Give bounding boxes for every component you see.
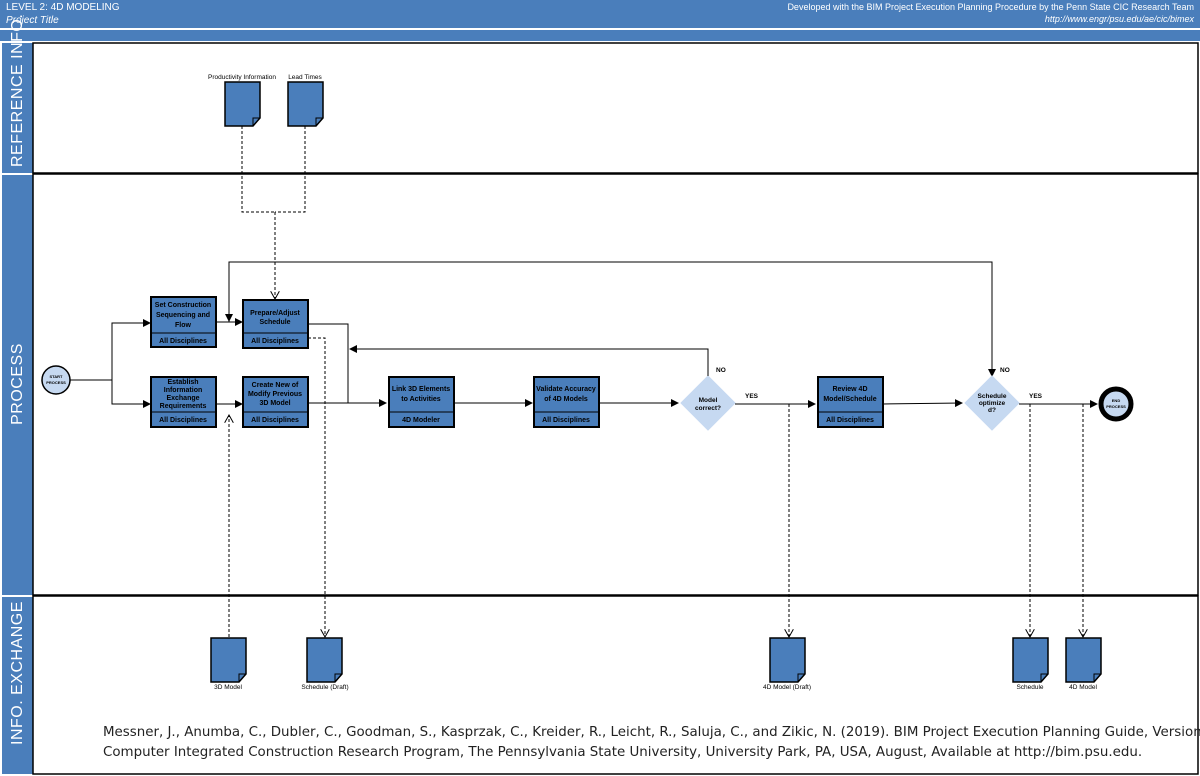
header-bar: LEVEL 2: 4D MODELING Project Title Devel… [0, 0, 1200, 28]
process-validate [533, 376, 600, 428]
establish-line3: Exchange [166, 395, 199, 402]
citation-line-1: Messner, J., Anumba, C., Dubler, C., Goo… [103, 725, 1200, 740]
decision-model-correct [680, 375, 736, 431]
create-role: All Disciplines [251, 417, 299, 424]
flow-start-split [70, 319, 151, 381]
ref-link-productivity [241, 126, 275, 213]
validate-role: All Disciplines [542, 417, 590, 424]
doc-3d-model [210, 637, 247, 683]
start-label-1: START [49, 374, 63, 379]
set-seq-line3: Flow [175, 322, 191, 329]
decision1-line2: correct? [695, 405, 721, 412]
doc-4d-model-draft [769, 637, 806, 683]
set-seq-role: All Disciplines [159, 338, 207, 345]
decision1-no: NO [716, 367, 726, 374]
loop-schedule-no [228, 261, 993, 375]
lane-process [32, 173, 1199, 596]
review-line2: Model/Schedule [823, 396, 876, 403]
lane-label-exchange: INFO. EXCHANGE [9, 601, 26, 745]
lane-exchange-header [2, 597, 33, 774]
lane-process-header [2, 175, 33, 595]
create-line2: Modify Previous [248, 391, 302, 398]
citation-line-2: Computer Integrated Construction Researc… [103, 745, 1143, 760]
level-title: LEVEL 2: 4D MODELING [6, 2, 120, 13]
set-seq-line2: Sequencing and [156, 312, 210, 319]
lane-reference [32, 42, 1199, 174]
decision1-line1: Model [699, 397, 718, 404]
process-review [817, 376, 884, 428]
doc-4d-model [1065, 637, 1102, 683]
end-label-1: END [1112, 398, 1121, 403]
label-schedule: Schedule [1016, 684, 1043, 691]
review-role: All Disciplines [826, 417, 874, 424]
start-label-2: PROCESS [46, 380, 66, 385]
lane-exchange [32, 595, 1199, 775]
flow-review-to-decision [882, 399, 963, 408]
decision1-yes: YES [745, 393, 759, 400]
citation: Messner, J., Anumba, C., Dubler, C., Goo… [103, 723, 1200, 763]
end-label-2: PROCESS [1106, 404, 1126, 409]
label-lead-times: Lead Times [288, 74, 322, 81]
doc-schedule-draft [306, 637, 343, 683]
process-establish-info [150, 376, 217, 428]
decision2-no: NO [1000, 367, 1010, 374]
lane-label-process: PROCESS [9, 343, 26, 425]
process-create-model [242, 376, 309, 428]
flow-prepare-merge [308, 323, 349, 403]
link-role: 4D Modeler [402, 417, 440, 424]
project-title: Project Title [6, 15, 59, 26]
label-4d-model-draft: 4D Model (Draft) [763, 684, 811, 691]
create-line1: Create New of [252, 382, 299, 389]
establish-line4: Requirements [160, 403, 207, 410]
set-seq-line1: Set Construction [155, 302, 211, 309]
doc-productivity-info [224, 81, 261, 127]
prepare-line2: Schedule [259, 319, 290, 326]
validate-line1: Validate Accuracy [536, 386, 596, 393]
developed-by-text: Developed with the BIM Project Execution… [787, 2, 1194, 12]
link-prepare-to-schedule-draft [308, 337, 325, 637]
label-schedule-draft: Schedule (Draft) [301, 684, 348, 691]
process-link-elements [388, 376, 455, 428]
doc-schedule [1012, 637, 1049, 683]
flow-start-establish [111, 380, 151, 408]
label-3d-model: 3D Model [214, 684, 242, 691]
lane-reference-header [2, 43, 33, 173]
establish-role: All Disciplines [159, 417, 207, 424]
header-divider-bar [0, 30, 1200, 41]
validate-line2: of 4D Models [544, 396, 588, 403]
doc-lead-times [287, 81, 324, 127]
decision2-line2: optimize [979, 400, 1006, 407]
establish-line2: Information [164, 387, 203, 394]
prepare-role: All Disciplines [251, 338, 299, 345]
link-line2: to Activities [401, 396, 441, 403]
label-4d-model: 4D Model [1069, 684, 1097, 691]
label-productivity-info: Productivity Information [208, 74, 276, 81]
end-event [1098, 386, 1134, 422]
process-set-sequencing [150, 296, 217, 348]
decision2-yes: YES [1029, 393, 1043, 400]
lane-label-reference: REFERENCE INFO. [9, 13, 26, 167]
decision-schedule-optimized [964, 375, 1020, 431]
review-line1: Review 4D [832, 386, 867, 393]
decision2-line3: d? [988, 407, 996, 414]
ref-link-lead-times [275, 126, 306, 213]
link-line1: Link 3D Elements [392, 386, 450, 393]
source-url: http://www.engr/psu.edu/ae/cic/bimex [1044, 14, 1194, 24]
establish-line1: Establish [167, 379, 198, 386]
loop-model-no [349, 345, 709, 376]
create-line3: 3D Model [259, 400, 290, 407]
prepare-line1: Prepare/Adjust [250, 310, 300, 317]
decision2-line1: Schedule [978, 393, 1007, 400]
